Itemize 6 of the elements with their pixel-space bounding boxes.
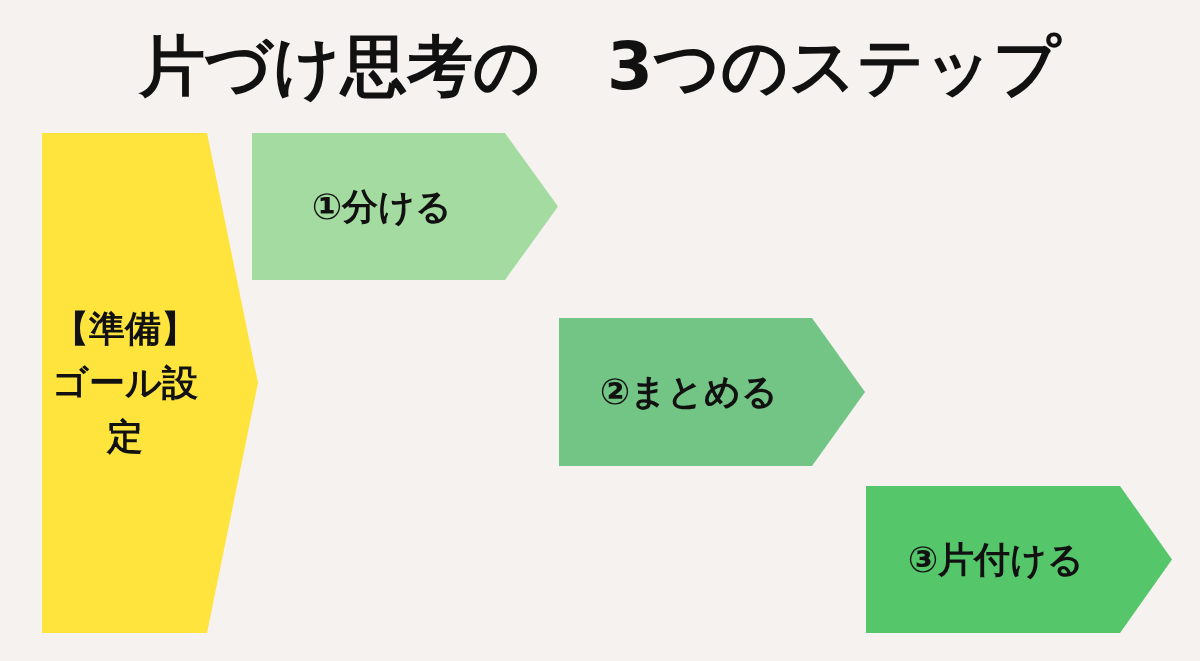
step-label: ③片付ける <box>906 537 1086 582</box>
step-label: ②まとめる <box>598 370 780 414</box>
title: 片づけ思考の 3つのステップ <box>139 27 1061 107</box>
step-label: 【準備】 <box>52 307 198 351</box>
step-label: ①分ける <box>310 184 454 229</box>
step-label: ゴール設定 <box>51 361 199 459</box>
